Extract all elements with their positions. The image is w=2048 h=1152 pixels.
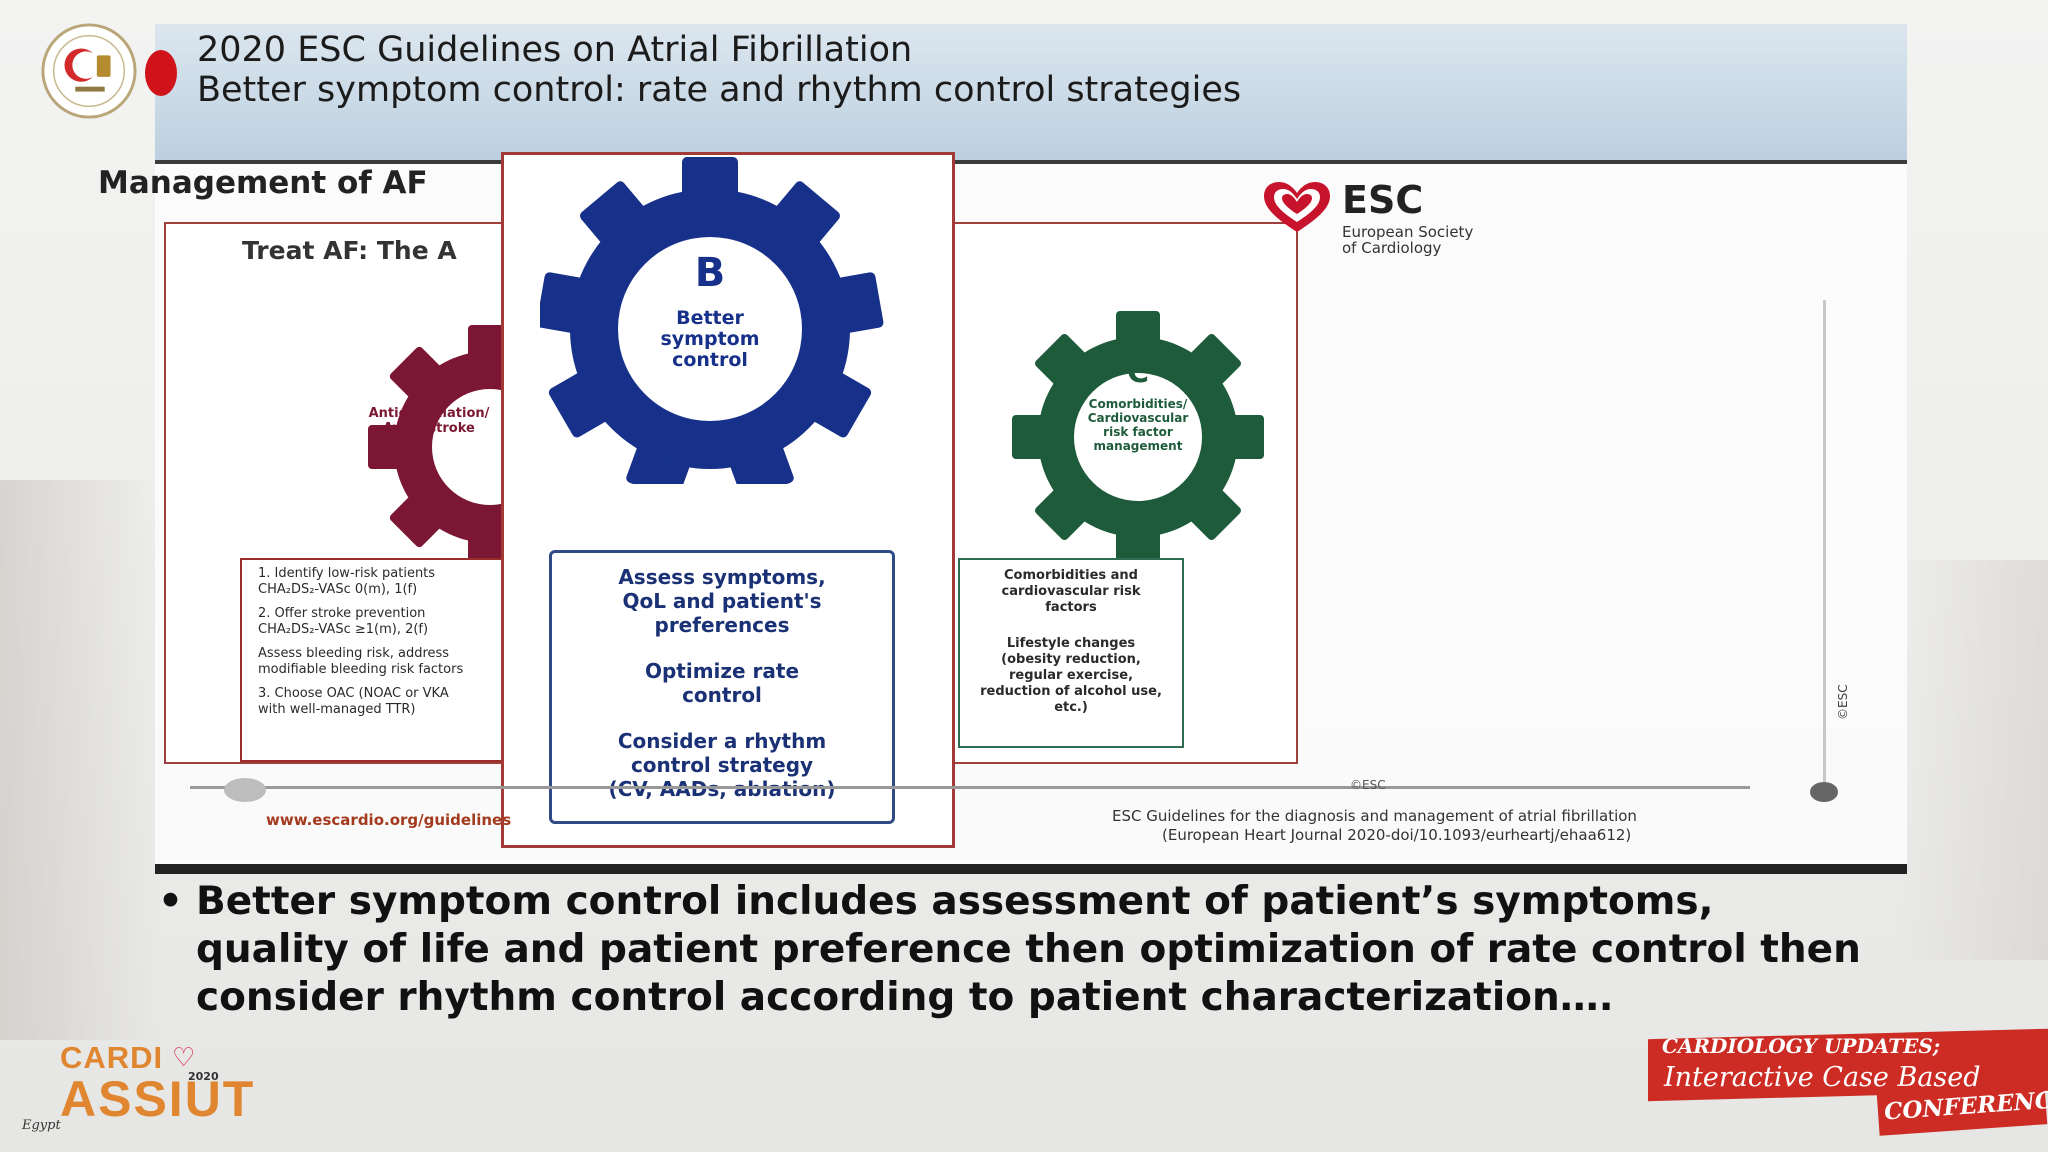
list-b-line: preferences	[654, 613, 790, 637]
bullet-point: • Better symptom control includes assess…	[158, 878, 1878, 1022]
header-divider	[155, 160, 1907, 164]
university-seal-logo	[41, 23, 137, 119]
gear-b-label-line: Better	[676, 307, 744, 329]
gear-b-label-line: control	[672, 349, 748, 371]
list-a-line: 3. Choose OAC (NOAC or VKA	[258, 686, 449, 701]
heart-icon: ♡	[172, 1043, 196, 1073]
list-a-line: 2. Offer stroke prevention	[258, 606, 426, 621]
list-c-line: etc.)	[1054, 700, 1088, 715]
header-red-marker	[145, 50, 177, 96]
gear-c-icon	[1012, 311, 1264, 563]
gear-a-label-line: Avoid stroke	[383, 421, 475, 436]
list-c-line: (obesity reduction,	[1001, 652, 1141, 667]
timeline-start-dot	[224, 778, 266, 802]
cardio-logo-signature: Egypt	[22, 1118, 61, 1133]
treat-af-title: Treat AF: The A	[242, 236, 457, 265]
slide-header: 2020 ESC Guidelines on Atrial Fibrillati…	[145, 24, 1907, 160]
cardio-assiut-logo: CARDI ♡ 2020 ASSIUT Egypt	[22, 1040, 256, 1133]
management-title: Management of AF	[98, 165, 428, 201]
guidelines-url: www.escardio.org/guidelines	[266, 811, 512, 829]
timeline-line	[190, 786, 1750, 789]
copyright-label: ©ESC	[1350, 778, 1386, 792]
list-a-line: modifiable bleeding risk factors	[258, 662, 464, 677]
list-a-line: Assess bleeding risk, address	[258, 646, 450, 661]
gear-a-letter: A	[416, 352, 442, 390]
gear-b-steps-list: Assess symptoms, QoL and patient's prefe…	[549, 550, 895, 824]
list-c-line: reduction of alcohol use,	[980, 684, 1162, 699]
cardio-logo-bottom: ASSIUT	[60, 1071, 256, 1127]
list-a-line: CHA₂DS₂-VASc ≥1(m), 2(f)	[258, 622, 429, 637]
list-c-line: regular exercise,	[1008, 668, 1134, 683]
gear-c-label-line: Cardiovascular	[1087, 411, 1189, 425]
list-b-line: Optimize rate	[644, 659, 800, 683]
gear-c-label-line: Comorbidities/	[1088, 397, 1188, 411]
list-b-line: Assess symptoms,	[618, 565, 826, 589]
esc-heart-logo-icon	[1264, 182, 1330, 232]
citation-line: (European Heart Journal 2020-doi/10.1093…	[1162, 826, 1632, 844]
list-c-line: factors	[1045, 600, 1097, 615]
list-c-line: Lifestyle changes	[1006, 636, 1136, 651]
background-building-right	[1898, 560, 2048, 960]
slide-title: 2020 ESC Guidelines on Atrial Fibrillati…	[197, 30, 913, 70]
slide-subtitle: Better symptom control: rate and rhythm …	[197, 70, 1242, 110]
list-c-line: Comorbidities and	[1004, 568, 1138, 583]
copyright-vertical-label: ©ESC	[1836, 684, 1850, 720]
esc-subtitle-line: European Society	[1342, 223, 1474, 241]
vertical-guide-line	[1823, 300, 1826, 782]
gear-c-label-line: management	[1093, 439, 1183, 453]
gear-c-label-line: risk factor	[1103, 425, 1173, 439]
timeline-end-dot	[1810, 782, 1838, 802]
gear-b-icon	[540, 157, 884, 484]
gear-b-label: Better symptom control	[640, 308, 780, 371]
bullet-marker: •	[158, 879, 183, 924]
citation-line: ESC Guidelines for the diagnosis and man…	[1112, 807, 1637, 825]
gear-c-steps-list: Comorbidities and cardiovascular risk fa…	[958, 558, 1184, 748]
guideline-citation: ESC Guidelines for the diagnosis and man…	[1112, 807, 1637, 845]
gear-a-label: Anticoagulation/ Avoid stroke	[349, 406, 509, 436]
list-a-line: with well-managed TTR)	[258, 702, 416, 717]
gear-b-label-line: symptom	[660, 328, 760, 350]
conference-line-1: CARDIOLOGY UPDATES;	[1662, 1034, 1941, 1058]
list-b-line: control strategy	[630, 753, 814, 777]
esc-subtitle-line: of Cardiology	[1342, 239, 1442, 257]
conference-badge: CARDIOLOGY UPDATES; Interactive Case Bas…	[1648, 1028, 2048, 1136]
list-c-line: cardiovascular risk	[1001, 584, 1141, 599]
esc-wordmark: ESC	[1342, 178, 1424, 222]
slide-bottom-bar	[155, 864, 1907, 874]
gear-b-letter: B	[694, 250, 726, 296]
gear-a-label-line: Anticoagulation/	[368, 406, 490, 421]
list-a-line: 1. Identify low-risk patients	[258, 566, 436, 581]
list-b-line: control	[682, 683, 762, 707]
bullet-text: Better symptom control includes assessme…	[196, 879, 1861, 1020]
list-b-line: (CV, AADs, ablation)	[608, 777, 836, 801]
background-building-left	[0, 480, 160, 1040]
gear-a-steps-list: 1. Identify low-risk patients CHA₂DS₂-VA…	[240, 558, 514, 762]
esc-subtitle: European Society of Cardiology	[1342, 224, 1473, 256]
list-a-line: CHA₂DS₂-VASc 0(m), 1(f)	[258, 582, 418, 597]
cardio-logo-year: 2020	[188, 1070, 219, 1083]
list-b-line: Consider a rhythm	[617, 729, 827, 753]
cardio-logo-top: CARDI	[60, 1040, 164, 1075]
gear-c-letter: C	[1126, 355, 1150, 390]
conference-line-2: Interactive Case Based	[1664, 1062, 1981, 1093]
gear-c-label: Comorbidities/ Cardiovascular risk facto…	[1063, 397, 1213, 453]
list-b-line: QoL and patient's	[622, 589, 822, 613]
